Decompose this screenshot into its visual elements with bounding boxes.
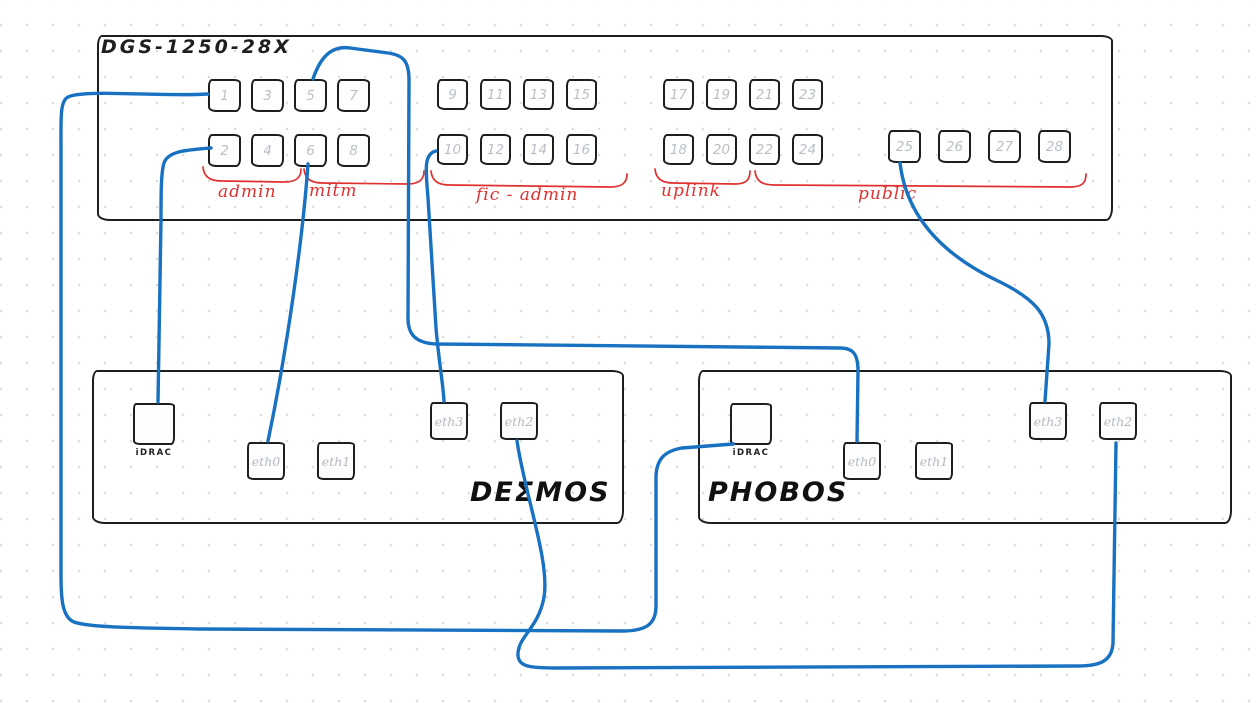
- switch-ports-group2-bottom: 10 12 14 16: [437, 134, 597, 165]
- switch-port-18: 18: [663, 134, 694, 165]
- phobos-eth2-port: eth2: [1099, 402, 1137, 440]
- switch-port-16: 16: [566, 134, 597, 165]
- desmos-name: DEΣMOS: [470, 477, 611, 508]
- switch-port-12: 12: [480, 134, 511, 165]
- switch-port-19: 19: [706, 79, 737, 110]
- switch-port-20: 20: [706, 134, 737, 165]
- switch-port-25: 25: [888, 130, 921, 163]
- switch-ports-group4: 25 26 27 28: [888, 130, 1071, 163]
- switch-port-22: 22: [749, 134, 780, 165]
- switch-port-26: 26: [938, 130, 971, 163]
- switch-port-21: 21: [749, 79, 780, 110]
- switch-title: DGS-1250-28X: [101, 36, 292, 58]
- desmos-eth0-port: eth0: [247, 442, 285, 480]
- switch-ports-group2-top: 9 11 13 15: [437, 79, 597, 110]
- phobos-eth0-port: eth0: [843, 442, 881, 480]
- switch-port-6: 6: [294, 134, 327, 167]
- switch-ports-group3-bottom: 18 20 22 24: [663, 134, 823, 165]
- switch-port-13: 13: [523, 79, 554, 110]
- desmos-eth3-port: eth3: [430, 402, 468, 440]
- desmos-idrac-port: [133, 403, 175, 445]
- switch-port-9: 9: [437, 79, 468, 110]
- group-label-mitm: mitm: [309, 181, 358, 201]
- desmos-eth2-port: eth2: [500, 402, 538, 440]
- switch-port-27: 27: [988, 130, 1021, 163]
- desmos-eth1-port: eth1: [317, 442, 355, 480]
- switch-port-23: 23: [792, 79, 823, 110]
- group-label-admin: admin: [218, 182, 277, 202]
- switch-port-8: 8: [337, 134, 370, 167]
- phobos-eth3-port: eth3: [1029, 402, 1067, 440]
- switch-port-4: 4: [251, 134, 284, 167]
- desmos-idrac-label: iDRAC: [135, 448, 173, 458]
- group-label-public: public: [858, 184, 918, 204]
- phobos-idrac-port: [730, 403, 772, 445]
- switch-port-7: 7: [337, 79, 370, 112]
- switch-ports-group1-bottom: 2 4 6 8: [208, 134, 370, 167]
- switch-port-17: 17: [663, 79, 694, 110]
- switch-port-3: 3: [251, 79, 284, 112]
- phobos-idrac-label: iDRAC: [732, 448, 770, 458]
- switch-port-1: 1: [208, 79, 241, 112]
- switch-port-5: 5: [294, 79, 327, 112]
- switch-port-28: 28: [1038, 130, 1071, 163]
- switch-ports-group3-top: 17 19 21 23: [663, 79, 823, 110]
- switch-port-11: 11: [480, 79, 511, 110]
- phobos-eth1-port: eth1: [915, 442, 953, 480]
- phobos-name: PHOBOS: [708, 477, 849, 508]
- switch-port-15: 15: [566, 79, 597, 110]
- switch-ports-group1-top: 1 3 5 7: [208, 79, 370, 112]
- switch-port-24: 24: [792, 134, 823, 165]
- switch-port-10: 10: [437, 134, 468, 165]
- group-label-uplink: uplink: [661, 181, 721, 201]
- switch-port-14: 14: [523, 134, 554, 165]
- group-label-fic-admin: fic - admin: [476, 185, 579, 205]
- switch-port-2: 2: [208, 134, 241, 167]
